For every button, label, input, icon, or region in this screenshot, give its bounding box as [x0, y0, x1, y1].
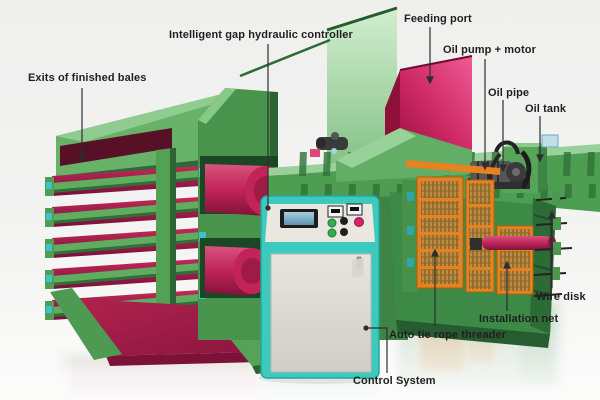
mesh-panel-middle [465, 179, 495, 293]
label-feeding-port: Feeding port [404, 13, 472, 25]
leader-feeding-port [426, 27, 434, 85]
hydraulic-valve-block [310, 132, 348, 157]
label-oil-pipe: Oil pipe [488, 87, 530, 99]
leader-installation-net [503, 260, 511, 311]
leader-oil-pump-motor [481, 59, 489, 171]
label-exits-bales: Exits of finished bales [28, 72, 147, 84]
black-knob [340, 228, 348, 236]
label-intelligent-gap: Intelligent gap hydraulic controller [169, 29, 353, 41]
feed-chamber-back-wall [239, 6, 398, 165]
leader-control-system [363, 325, 388, 373]
green-button [327, 218, 337, 228]
rope-threader-cylinder [470, 236, 556, 250]
label-oil-pump-motor: Oil pump + motor [443, 44, 536, 56]
label-oil-tank: Oil tank [525, 103, 567, 115]
label-wire-disk: Wire disk [536, 291, 586, 303]
oil-pipe [494, 140, 520, 155]
leader-exits-finished-bales [78, 88, 86, 163]
leader-lines [78, 27, 556, 373]
installation-net-panels [402, 160, 534, 295]
label-installation-net: Installation net [479, 313, 559, 325]
label-auto-tie: Auto tie rope threader [389, 329, 507, 341]
wire-disk-assemblies [533, 192, 573, 300]
leader-wire-disk [548, 210, 556, 288]
green-button [327, 228, 337, 238]
black-knob [340, 217, 348, 225]
red-button [354, 217, 364, 227]
mesh-panel-large [416, 176, 464, 289]
leader-auto-tie [431, 248, 439, 326]
control-cabinet [258, 195, 382, 384]
label-control-system: Control System [353, 375, 436, 387]
leader-oil-pipe [499, 100, 507, 173]
leader-intelligent-gap-controller [265, 44, 271, 211]
leader-oil-tank [536, 116, 544, 163]
